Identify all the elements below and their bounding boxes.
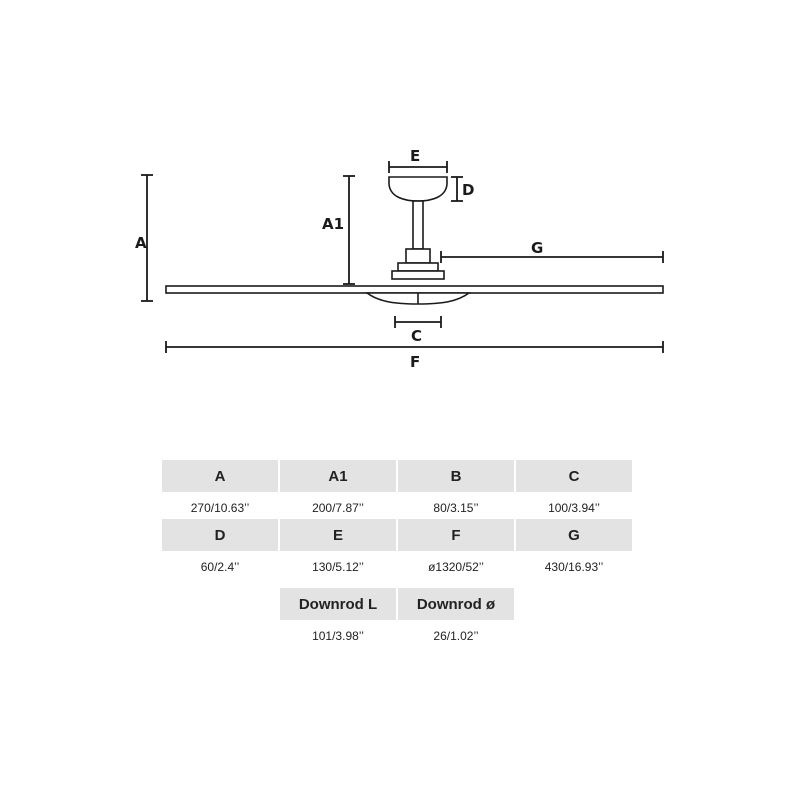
table-header-cell: B (398, 460, 514, 492)
label-g: G (531, 239, 543, 257)
dimension-f-line (165, 341, 664, 353)
dimension-a-line (141, 174, 153, 302)
label-e: E (410, 147, 420, 165)
table-header-cell: Downrod ø (398, 588, 514, 620)
table-header-cell: G (516, 519, 632, 551)
label-c: C (411, 327, 422, 345)
label-d: D (462, 181, 474, 199)
table-header-cell: A1 (280, 460, 396, 492)
table-header-row: Downrod L Downrod ø (280, 588, 516, 620)
table-value-cell: 270/10.63’’ (190, 501, 250, 515)
table-value-cell: 60/2.4’’ (200, 560, 240, 574)
blade-shape (165, 285, 664, 294)
table-header-cell: Downrod L (280, 588, 396, 620)
table-header-cell: A (162, 460, 278, 492)
table-header-cell: C (516, 460, 632, 492)
table-value-row: 270/10.63’’ 200/7.87’’ 80/3.15’’ 100/3.9… (162, 501, 634, 515)
motor-top-shape (405, 248, 431, 264)
table-value-cell: 101/3.98’’ (312, 629, 364, 643)
table-header-cell: D (162, 519, 278, 551)
dimension-e-line (388, 161, 448, 173)
downrod-shape (412, 200, 424, 250)
table-header-cell: E (280, 519, 396, 551)
table-header-row: A A1 B C (162, 460, 634, 492)
table-value-cell: 26/1.02’’ (433, 629, 479, 643)
table-value-cell: 430/16.93’’ (544, 560, 604, 574)
label-a1: A1 (322, 215, 344, 233)
table-value-cell: ø1320/52’’ (428, 560, 484, 574)
dimension-c-line (394, 316, 442, 328)
fan-dimension-diagram: A A1 E D G C F (135, 147, 664, 371)
dimension-d-line (451, 176, 463, 202)
table-header-row: D E F G (162, 519, 634, 551)
dimension-g-line (440, 251, 664, 263)
canopy-shape (388, 176, 448, 202)
table-value-row: 101/3.98’’ 26/1.02’’ (280, 629, 516, 643)
table-value-cell: 80/3.15’’ (433, 501, 479, 515)
table-header-cell: F (398, 519, 514, 551)
table-value-cell: 130/5.12’’ (312, 560, 364, 574)
table-value-cell: 100/3.94’’ (548, 501, 600, 515)
table-value-row: 60/2.4’’ 130/5.12’’ ø1320/52’’ 430/16.93… (162, 560, 634, 574)
label-a: A (135, 234, 147, 252)
dimension-a1-line (343, 175, 355, 285)
label-f: F (410, 353, 420, 371)
motor-mid-shape (397, 262, 439, 272)
table-value-cell: 200/7.87’’ (312, 501, 364, 515)
motor-base-shape (391, 270, 445, 280)
